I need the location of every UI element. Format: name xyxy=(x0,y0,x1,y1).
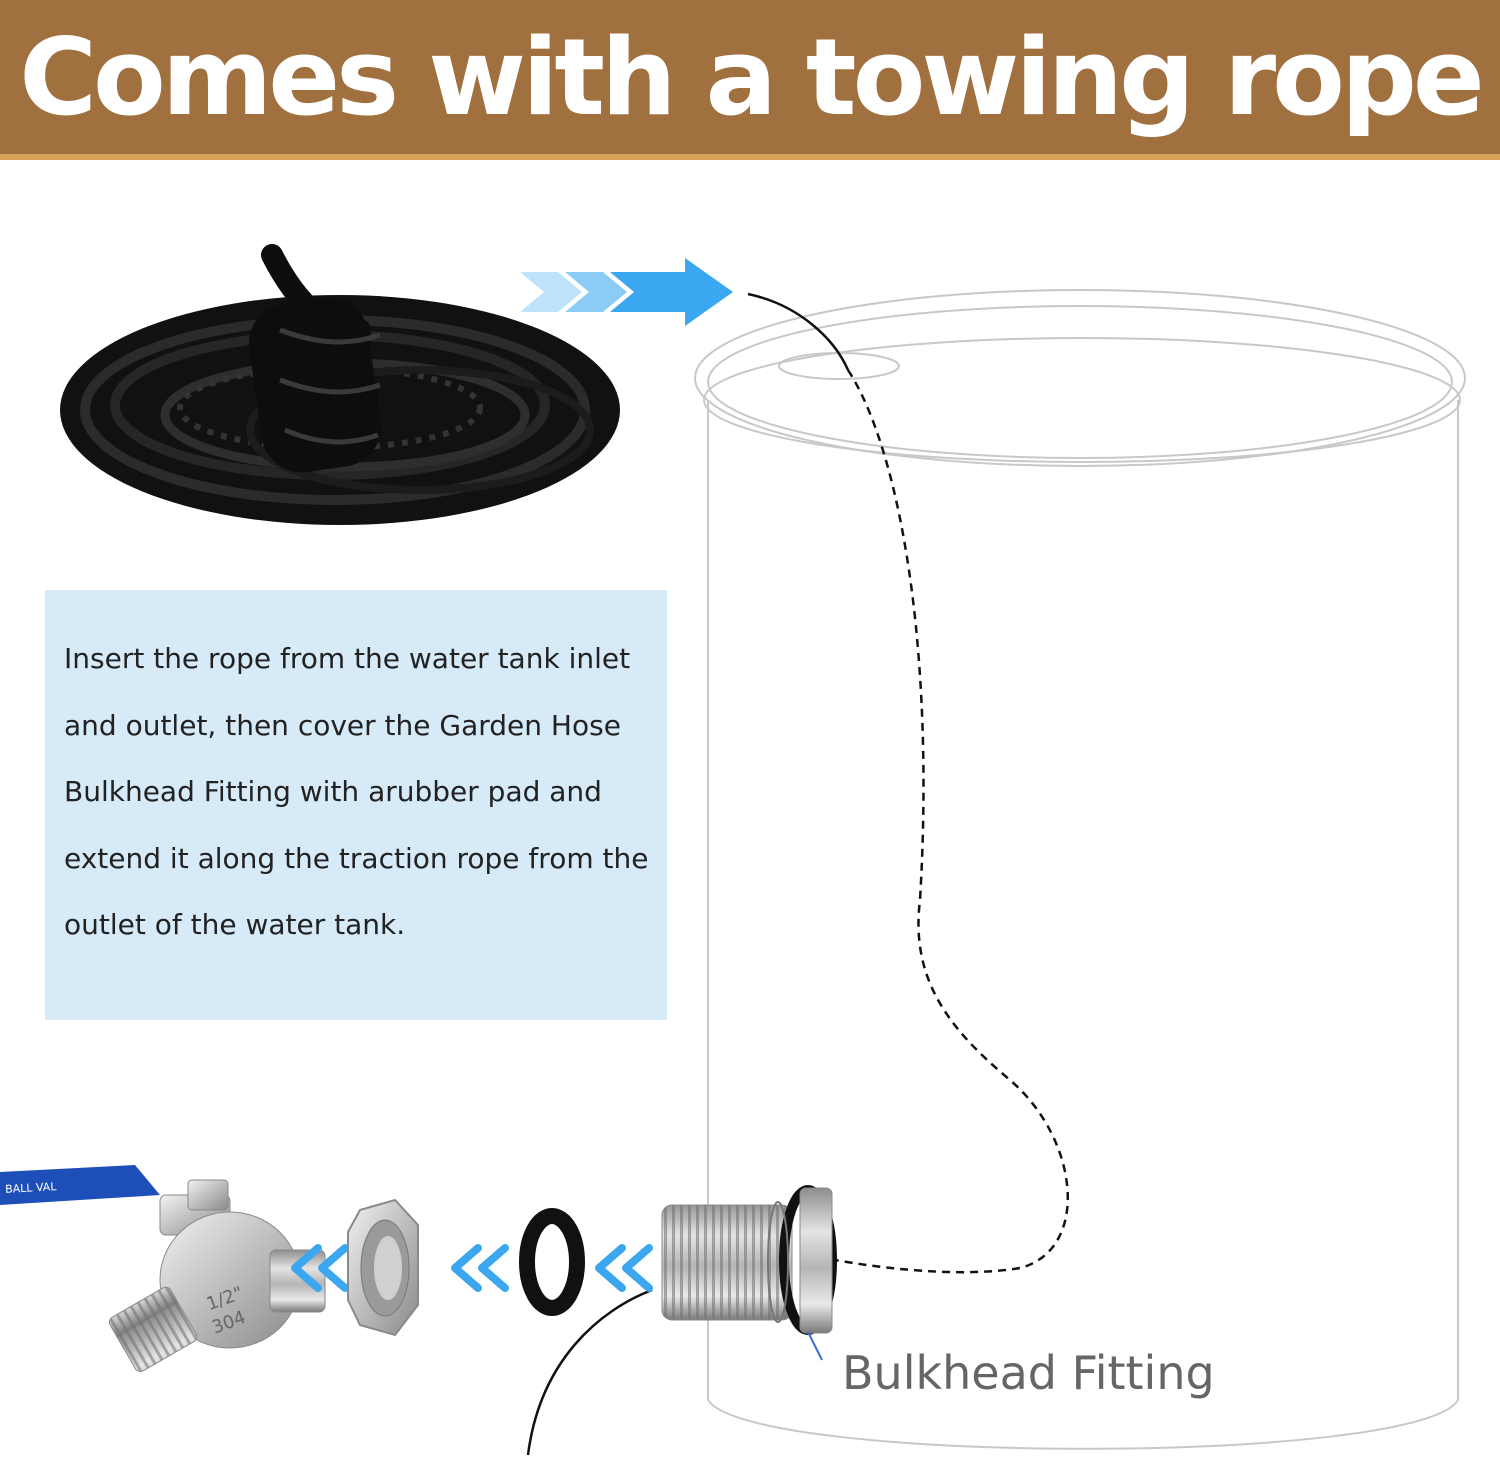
title-banner: Comes with a towing rope xyxy=(0,0,1500,160)
fitting-pointer-line xyxy=(807,1331,823,1361)
assembly-arrows xyxy=(291,1244,653,1292)
ball-valve-icon: BALL VAL 1/2" 304 xyxy=(0,1165,326,1373)
instructions-panel: Insert the rope from the water tank inle… xyxy=(45,590,667,1020)
rope-coil-icon xyxy=(60,244,620,525)
water-tank-icon xyxy=(694,289,1466,1450)
banner-title: Comes with a towing rope xyxy=(19,16,1485,139)
svg-text:BALL VAL: BALL VAL xyxy=(5,1180,58,1196)
bulkhead-fitting-label: Bulkhead Fitting xyxy=(842,1346,1215,1400)
hex-nut-icon xyxy=(347,1198,419,1337)
instructions-text: Insert the rope from the water tank inle… xyxy=(64,642,649,941)
rubber-washer-icon xyxy=(519,1208,585,1316)
rope-path-exit xyxy=(526,1288,653,1456)
inlet-arrow-icon xyxy=(520,258,733,326)
rope-path-inside xyxy=(834,369,1070,1274)
bulkhead-fitting-icon xyxy=(661,1185,837,1335)
rope-path-outside xyxy=(747,292,850,371)
